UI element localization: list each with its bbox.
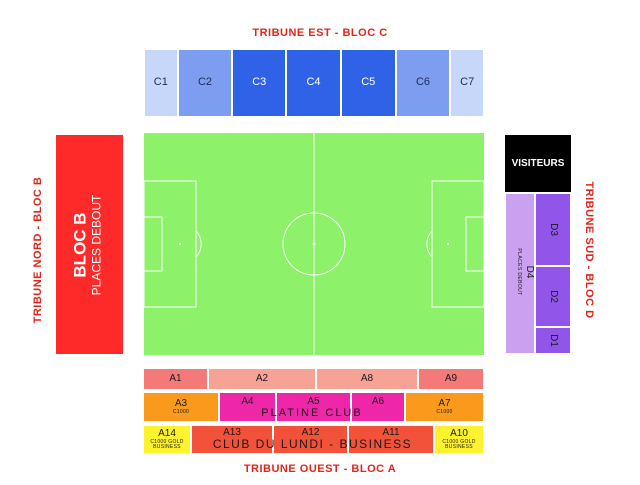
platine-club-zone: A4 A5 A6 PLATINE CLUB <box>219 392 405 422</box>
bloc-a3-label: A3 <box>174 397 188 409</box>
bloc-a5-label: A5 <box>307 396 320 407</box>
bloc-a10-sublabel-1: C1000 GOLD <box>442 439 476 445</box>
visiteurs-label: VISITEURS <box>511 158 565 169</box>
bloc-b[interactable]: BLOC B PLACES DEBOUT <box>56 135 123 354</box>
bloc-d2-label: D2 <box>547 290 559 303</box>
bloc-a10-sublabel-2: BUSINESS <box>445 444 473 451</box>
visiteurs-block[interactable]: VISITEURS <box>505 135 571 192</box>
bloc-a3-sublabel: C1000 <box>172 409 190 416</box>
bloc-a2[interactable]: A2 <box>208 368 316 390</box>
bloc-a7[interactable]: A7 C1000 <box>405 392 484 422</box>
bloc-a7-sublabel: C1000 <box>436 409 453 416</box>
bloc-a8[interactable]: A8 <box>316 368 418 390</box>
left-goal-area <box>144 216 163 272</box>
bloc-d1[interactable]: D1 <box>535 327 571 354</box>
bloc-d1-label: D1 <box>547 334 559 347</box>
bloc-d4[interactable]: D4 PLACES DEBOUT <box>505 193 535 354</box>
right-penalty-area <box>431 180 484 308</box>
bloc-d3-label: D3 <box>547 223 559 236</box>
bloc-c4[interactable]: C4 <box>286 49 341 117</box>
club-du-lundi-zone: A13 A12 A11 CLUB DU LUNDI - BUSINESS <box>191 425 434 454</box>
bloc-a12-label: A12 <box>301 427 320 438</box>
bloc-c3[interactable]: C3 <box>232 49 287 117</box>
bloc-a9[interactable]: A9 <box>418 368 484 390</box>
left-penalty-spot <box>178 242 182 246</box>
bloc-d3[interactable]: D3 <box>535 193 571 266</box>
club-du-lundi-label: CLUB DU LUNDI - BUSINESS <box>212 437 413 451</box>
bloc-d4-sublabel: PLACES DEBOUT <box>516 248 522 296</box>
bloc-a1[interactable]: A1 <box>143 368 208 390</box>
bloc-a7-label: A7 <box>438 397 451 409</box>
bloc-a6-label: A6 <box>371 396 385 407</box>
bloc-a14[interactable]: A14 C1000 GOLD BUSINESS <box>143 425 191 454</box>
bloc-a10-label: A10 <box>450 427 468 439</box>
tribune-ouest-title: TRIBUNE OUEST - BLOC A <box>243 463 397 475</box>
right-penalty-spot <box>446 242 450 246</box>
platine-club-label: PLATINE CLUB <box>261 407 363 419</box>
centre-circle <box>282 212 346 276</box>
bloc-a11[interactable] <box>348 425 434 454</box>
bloc-c7[interactable]: C7 <box>450 49 484 117</box>
right-goal-area <box>465 216 484 272</box>
bloc-c5[interactable]: C5 <box>340 49 396 117</box>
bloc-a4[interactable] <box>219 392 276 422</box>
bloc-a3[interactable]: A3 C1000 <box>143 392 219 422</box>
bloc-a5[interactable] <box>276 392 351 422</box>
bloc-a11-label: A11 <box>382 427 400 438</box>
left-penalty-arc <box>195 230 202 258</box>
tribune-nord-title: TRIBUNE NORD - BLOC B <box>32 176 44 324</box>
bloc-a13[interactable] <box>191 425 273 454</box>
bloc-a6[interactable] <box>351 392 405 422</box>
bloc-a14-sublabel-1: C1000 GOLD <box>150 439 184 445</box>
bloc-b-labels: BLOC B PLACES DEBOUT <box>70 136 108 355</box>
left-penalty-area <box>144 180 197 308</box>
bloc-c6[interactable]: C6 <box>395 49 451 117</box>
bloc-a14-label: A14 <box>158 427 176 439</box>
bloc-c2[interactable]: C2 <box>177 49 233 117</box>
bloc-b-subtitle: PLACES DEBOUT <box>89 194 104 296</box>
bloc-c1[interactable]: C1 <box>144 49 178 117</box>
bloc-a10[interactable]: A10 C1000 GOLD BUSINESS <box>434 425 484 454</box>
bloc-d2[interactable]: D2 <box>535 266 571 327</box>
tribune-est-title: TRIBUNE EST - BLOC C <box>252 27 388 39</box>
bloc-b-title: BLOC B <box>70 212 90 278</box>
bloc-a14-sublabel-2: BUSINESS <box>153 444 181 451</box>
right-penalty-arc <box>426 230 433 258</box>
tribune-sud-title: TRIBUNE SUD - BLOC D <box>583 181 595 319</box>
centre-spot <box>312 242 316 246</box>
bloc-a12[interactable] <box>273 425 348 454</box>
bloc-d4-labels: D4 PLACES DEBOUT <box>506 207 536 337</box>
bloc-a13-label: A13 <box>223 427 241 438</box>
football-pitch <box>144 133 484 355</box>
bloc-a4-label: A4 <box>241 396 254 407</box>
bloc-c: C1 C2 C3 C4 C5 C6 C7 <box>144 49 484 117</box>
